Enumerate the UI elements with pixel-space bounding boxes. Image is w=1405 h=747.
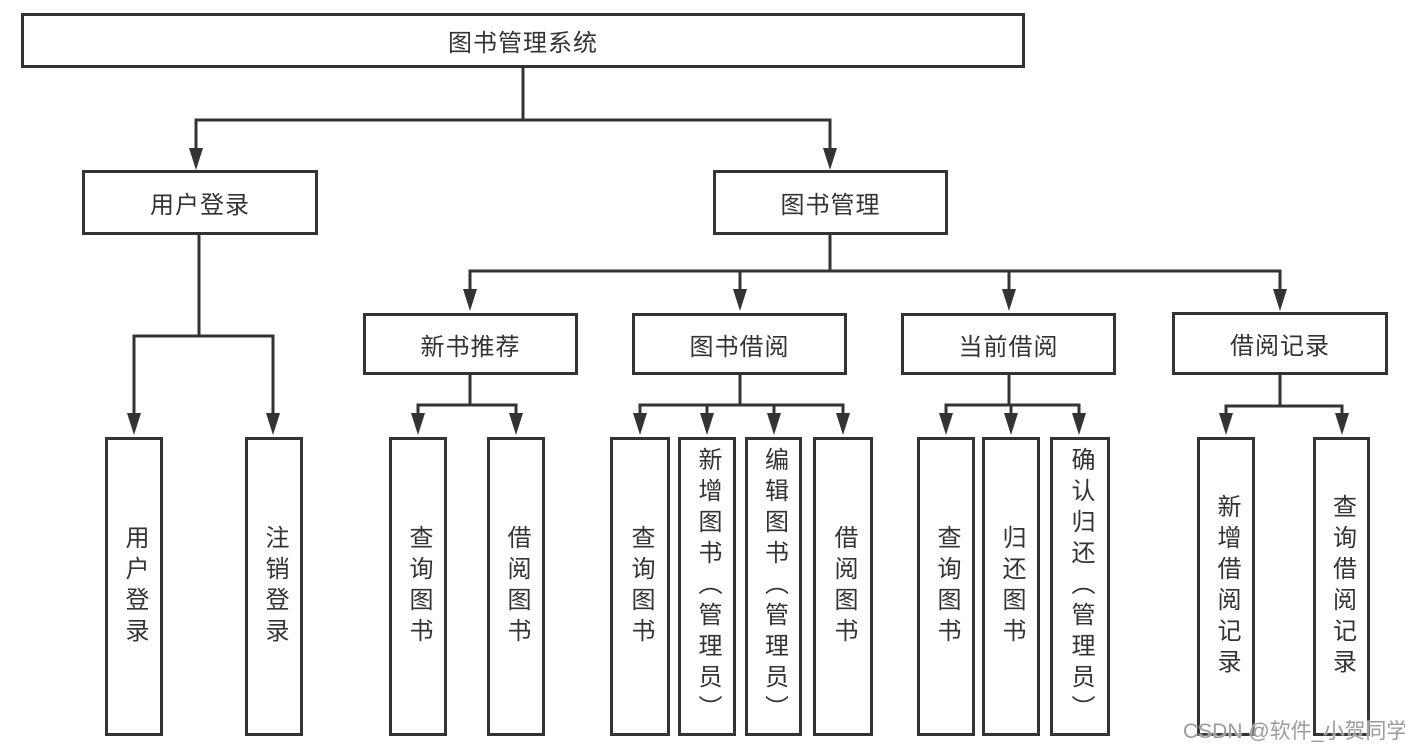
leaf-query-borrow-record: 查询借阅记录 — [1313, 437, 1370, 736]
leaf-add-borrow-record-label: 新增借阅记录 — [1213, 493, 1240, 680]
leaf-recommend-query-books-label: 查询图书 — [405, 524, 432, 649]
leaf-logout-label: 注销登录 — [261, 524, 288, 649]
leaf-borrow-books-label: 借阅图书 — [830, 524, 857, 649]
leaf-add-borrow-record: 新增借阅记录 — [1197, 437, 1255, 736]
node-current-borrow: 当前借阅 — [901, 313, 1116, 375]
node-root-label: 图书管理系统 — [448, 30, 598, 57]
node-book-management-label: 图书管理 — [780, 192, 881, 219]
leaf-current-query-books-label: 查询图书 — [933, 524, 960, 649]
leaf-current-query-books: 查询图书 — [917, 437, 975, 736]
leaf-borrow-query-books-label: 查询图书 — [627, 524, 654, 649]
leaf-recommend-borrow-books-label: 借阅图书 — [503, 524, 530, 649]
leaf-recommend-borrow-books: 借阅图书 — [487, 437, 545, 736]
csdn-watermark: CSDN @软件_小贺同学 — [1183, 720, 1405, 743]
leaf-confirm-return-admin: 确认归还（管理员） — [1050, 437, 1110, 736]
leaf-add-books-admin: 新增图书（管理员） — [678, 437, 736, 736]
leaf-edit-books-admin: 编辑图书（管理员） — [745, 437, 802, 736]
node-new-book-recommend: 新书推荐 — [363, 313, 578, 375]
node-root-system: 图书管理系统 — [21, 13, 1025, 68]
leaf-query-borrow-record-label: 查询借阅记录 — [1328, 493, 1356, 680]
node-book-borrow-label: 图书借阅 — [689, 333, 790, 361]
node-borrow-records: 借阅记录 — [1172, 312, 1388, 375]
node-current-borrow-label: 当前借阅 — [958, 333, 1059, 361]
leaf-logout: 注销登录 — [245, 437, 303, 736]
leaf-add-books-admin-label: 新增图书（管理员） — [694, 447, 721, 726]
node-book-management: 图书管理 — [713, 170, 948, 235]
leaf-user-login-label: 用户登录 — [121, 524, 148, 649]
leaf-edit-books-admin-label: 编辑图书（管理员） — [760, 447, 788, 726]
leaf-recommend-query-books: 查询图书 — [389, 437, 447, 736]
node-new-book-recommend-label: 新书推荐 — [420, 333, 521, 361]
leaf-confirm-return-admin-label: 确认归还（管理员） — [1067, 447, 1094, 726]
node-book-borrow: 图书借阅 — [632, 313, 847, 375]
node-user-login-label: 用户登录 — [150, 192, 250, 219]
leaf-borrow-query-books: 查询图书 — [610, 437, 670, 736]
node-user-login: 用户登录 — [82, 170, 318, 235]
leaf-borrow-books: 借阅图书 — [813, 437, 873, 736]
node-borrow-records-label: 借阅记录 — [1230, 333, 1330, 360]
leaf-user-login: 用户登录 — [105, 437, 163, 736]
leaf-return-books-label: 归还图书 — [998, 524, 1025, 649]
leaf-return-books: 归还图书 — [982, 437, 1040, 736]
